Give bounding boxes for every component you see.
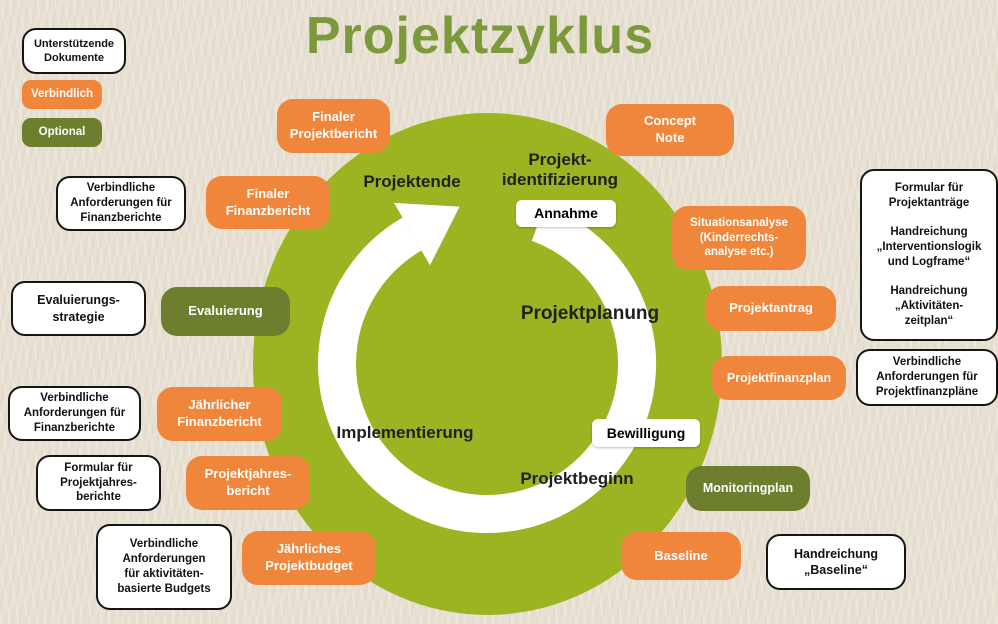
document-evaluierungsstrategie: Evaluierungs- strategie	[11, 281, 146, 336]
mandatory-projektfinanzplan: Projektfinanzplan	[712, 356, 846, 400]
mandatory-baseline: Baseline	[621, 532, 741, 580]
legend-optional: Optional	[22, 118, 102, 147]
milestone-annahme: Annahme	[516, 200, 616, 227]
phase-projektidentifizierung: Projekt- identifizierung	[501, 150, 619, 189]
legend-supporting-documents: Unterstützende Dokumente	[22, 28, 126, 74]
page-title: Projektzyklus	[305, 7, 655, 65]
document-anforderungen-finanzberichte-oben: Verbindliche Anforderungen für Finanzber…	[56, 176, 186, 231]
document-formular-projektantraege: Formular für Projektanträge	[888, 182, 970, 209]
mandatory-jaehrlicher-finanzbericht: Jährlicher Finanzbericht	[157, 387, 282, 441]
document-handreichung-zeitplan: Handreichung „Aktivitäten- zeitplan“	[890, 285, 968, 328]
phase-projektplanung: Projektplanung	[520, 303, 660, 324]
cycle-arrow-icon	[318, 202, 657, 533]
phase-projektbeginn: Projektbeginn	[520, 469, 634, 488]
mandatory-projektantrag: Projektantrag	[706, 286, 836, 331]
mandatory-finaler-finanzbericht: Finaler Finanzbericht	[206, 176, 330, 229]
phase-implementierung: Implementierung	[336, 423, 474, 442]
phase-projektende: Projektende	[363, 172, 461, 191]
milestone-bewilligung: Bewilligung	[592, 419, 700, 447]
mandatory-jaehrliches-projektbudget: Jährliches Projektbudget	[242, 531, 376, 585]
document-anforderungen-budgets: Verbindliche Anforderungen für aktivität…	[96, 524, 232, 610]
document-anforderungen-finanzberichte-links: Verbindliche Anforderungen für Finanzber…	[8, 386, 141, 441]
document-anforderungen-projektfinanzplaene: Verbindliche Anforderungen für Projektfi…	[856, 349, 998, 406]
mandatory-situationsanalyse: Situationsanalyse (Kinderrechts- analyse…	[672, 206, 806, 270]
document-box-projektantraege: Formular für Projektanträge Handreichung…	[860, 169, 998, 341]
optional-evaluierung: Evaluierung	[161, 287, 290, 336]
document-formular-projektjahresberichte: Formular für Projektjahres- berichte	[36, 455, 161, 511]
document-handreichung-interventionslogik: Handreichung „Interventionslogik und Log…	[876, 226, 982, 268]
optional-monitoringplan: Monitoringplan	[686, 466, 810, 511]
mandatory-projektjahresbericht: Projektjahres- bericht	[186, 456, 310, 510]
mandatory-concept-note: Concept Note	[606, 104, 734, 156]
mandatory-finaler-projektbericht: Finaler Projektbericht	[277, 99, 390, 153]
document-handreichung-baseline: Handreichung „Baseline“	[766, 534, 906, 590]
legend-mandatory: Verbindlich	[22, 80, 102, 109]
